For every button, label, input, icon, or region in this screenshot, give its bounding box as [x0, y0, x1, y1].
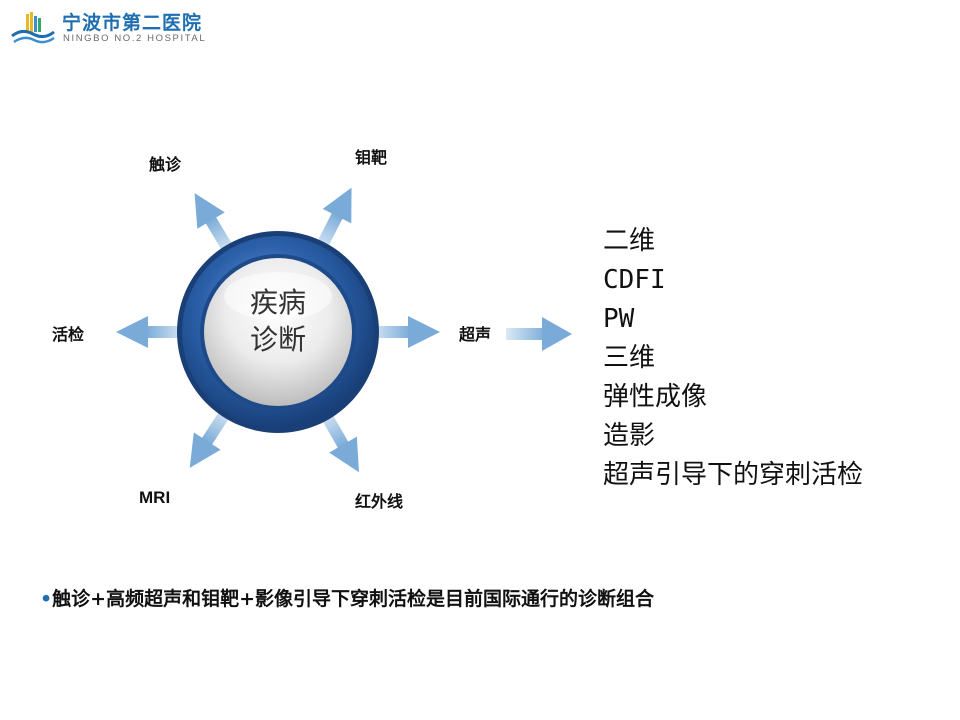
ultrasound-methods-list: 二维 CDFI PW 三维 弹性成像 造影 超声引导下的穿刺活检 — [603, 222, 863, 495]
hospital-logo: 宁波市第二医院 NINGBO NO.2 HOSPITAL — [10, 8, 240, 48]
summary-note: •触诊+高频超声和钼靶+影像引导下穿刺活检是目前国际通行的诊断组合 — [40, 584, 654, 611]
center-label-line-1: 疾病 — [249, 286, 306, 319]
list-item: 超声引导下的穿刺活检 — [603, 460, 864, 490]
arrow-left — [116, 316, 186, 348]
center-label-line-2: 诊断 — [249, 323, 306, 356]
center-circle — [177, 231, 379, 433]
branch-label-infrared: 红外线 — [355, 492, 404, 511]
bullet-icon: • — [40, 588, 53, 610]
branch-label-ultrasound: 超声 — [459, 325, 492, 344]
list-item: 三维 — [603, 343, 656, 373]
list-item: CDFI — [603, 265, 666, 295]
hospital-name: 宁波市第二医院 — [62, 12, 203, 34]
branch-label-mammography: 钼靶 — [355, 148, 388, 167]
list-item: 弹性成像 — [603, 382, 708, 412]
arrow-right — [370, 316, 440, 348]
branch-label-mri: MRI — [139, 488, 171, 507]
list-item: PW — [603, 304, 635, 334]
branch-label-palpation: 触诊 — [149, 155, 182, 174]
list-item: 造影 — [603, 421, 656, 451]
center-label: 疾病 诊断 — [208, 284, 348, 358]
summary-note-text: 触诊+高频超声和钼靶+影像引导下穿刺活检是目前国际通行的诊断组合 — [52, 588, 654, 610]
list-item: 二维 — [603, 226, 656, 256]
arrow-ultrasound-methods — [506, 317, 572, 351]
hospital-name-english: NINGBO NO.2 HOSPITAL — [63, 33, 207, 44]
branch-label-biopsy: 活检 — [52, 325, 85, 344]
hospital-emblem-icon — [11, 12, 55, 44]
